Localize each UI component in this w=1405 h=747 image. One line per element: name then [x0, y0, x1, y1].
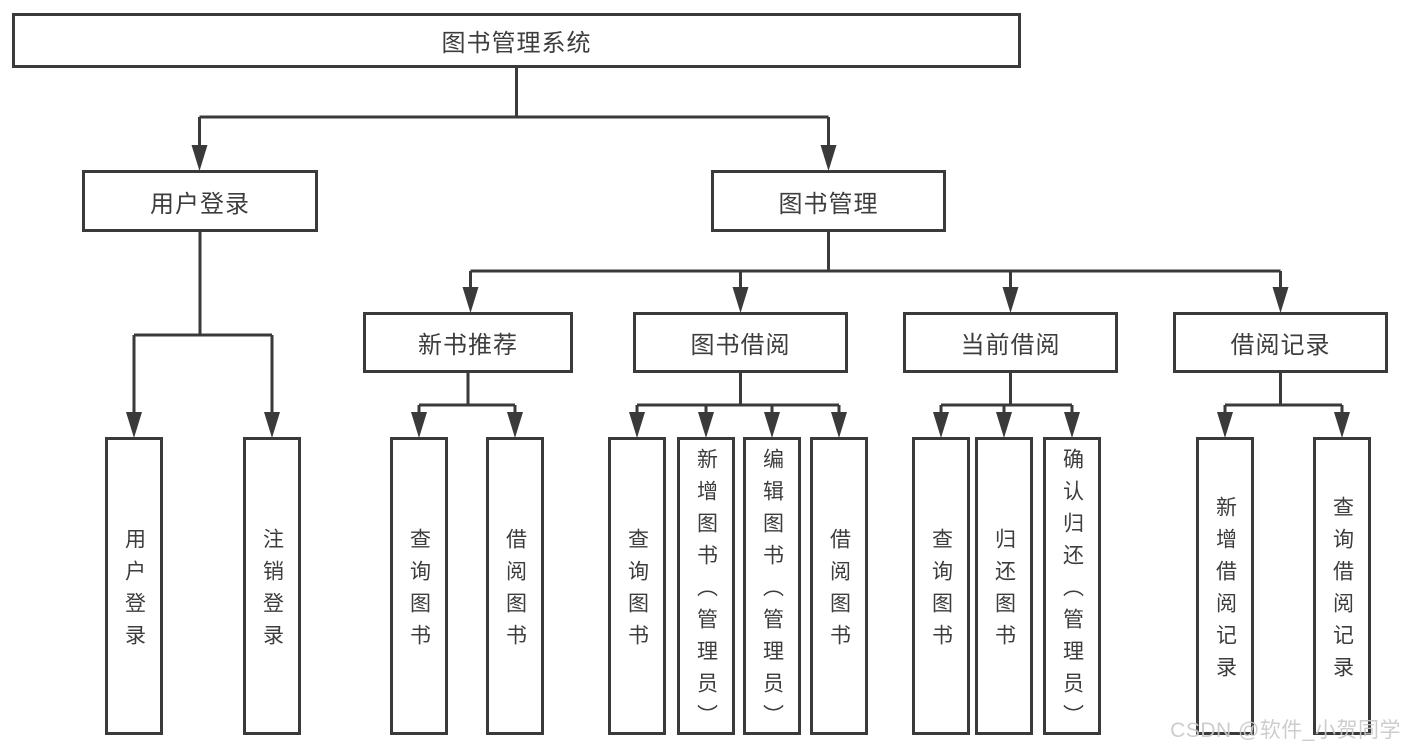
node-current-borrowing: 当前借阅 — [903, 312, 1118, 373]
node-user-login-label: 用户登录 — [150, 190, 250, 218]
leaf-edit-books-admin-label: 编辑图书（管理员） — [760, 447, 784, 736]
node-new-book-recommend-label: 新书推荐 — [418, 332, 518, 359]
node-new-book-recommend: 新书推荐 — [363, 312, 573, 373]
node-borrowing-records-label: 借阅记录 — [1230, 332, 1331, 359]
leaf-query-books-recommend: 查询图书 — [390, 437, 448, 735]
leaf-edit-books-admin: 编辑图书（管理员） — [743, 437, 801, 736]
leaf-user-login: 用户登录 — [105, 437, 163, 735]
leaf-query-books-current: 查询图书 — [912, 437, 970, 735]
leaf-add-borrow-record: 新增借阅记录 — [1196, 437, 1254, 735]
leaf-add-books-admin: 新增图书（管理员） — [677, 437, 735, 736]
leaf-logout: 注销登录 — [243, 437, 301, 735]
leaf-add-books-admin-label: 新增图书（管理员） — [694, 447, 718, 736]
node-book-borrowing-label: 图书借阅 — [690, 332, 791, 359]
node-root-system: 图书管理系统 — [12, 13, 1021, 68]
leaf-confirm-return-admin: 确认归还（管理员） — [1043, 437, 1101, 736]
node-borrowing-records: 借阅记录 — [1173, 312, 1388, 373]
leaf-query-books-borrowing-label: 查询图书 — [625, 527, 649, 656]
leaf-borrow-books-recommend: 借阅图书 — [486, 437, 544, 735]
node-book-management: 图书管理 — [711, 170, 946, 232]
leaf-add-borrow-record-label: 新增借阅记录 — [1213, 495, 1237, 688]
leaf-borrow-books-borrowing-label: 借阅图书 — [827, 527, 851, 656]
leaf-logout-label: 注销登录 — [260, 527, 284, 656]
leaf-confirm-return-admin-label: 确认归还（管理员） — [1060, 447, 1084, 736]
node-root-label: 图书管理系统 — [441, 30, 592, 57]
leaf-return-books: 归还图书 — [975, 437, 1033, 735]
leaf-borrow-books-recommend-label: 借阅图书 — [503, 527, 527, 656]
leaf-return-books-label: 归还图书 — [992, 527, 1016, 656]
leaf-query-books-current-label: 查询图书 — [929, 527, 953, 656]
leaf-user-login-label: 用户登录 — [122, 527, 146, 656]
leaf-query-books-recommend-label: 查询图书 — [407, 527, 431, 656]
node-user-login: 用户登录 — [82, 170, 318, 232]
csdn-watermark: CSDN @软件_小贺同学 — [1170, 719, 1401, 742]
node-book-management-label: 图书管理 — [778, 190, 879, 218]
node-current-borrowing-label: 当前借阅 — [960, 332, 1061, 359]
node-book-borrowing: 图书借阅 — [633, 312, 848, 373]
leaf-query-books-borrowing: 查询图书 — [608, 437, 666, 735]
leaf-query-borrow-record: 查询借阅记录 — [1313, 437, 1371, 735]
leaf-query-borrow-record-label: 查询借阅记录 — [1330, 495, 1354, 688]
leaf-borrow-books-borrowing: 借阅图书 — [810, 437, 868, 735]
arrowhead-icons — [126, 145, 1350, 438]
